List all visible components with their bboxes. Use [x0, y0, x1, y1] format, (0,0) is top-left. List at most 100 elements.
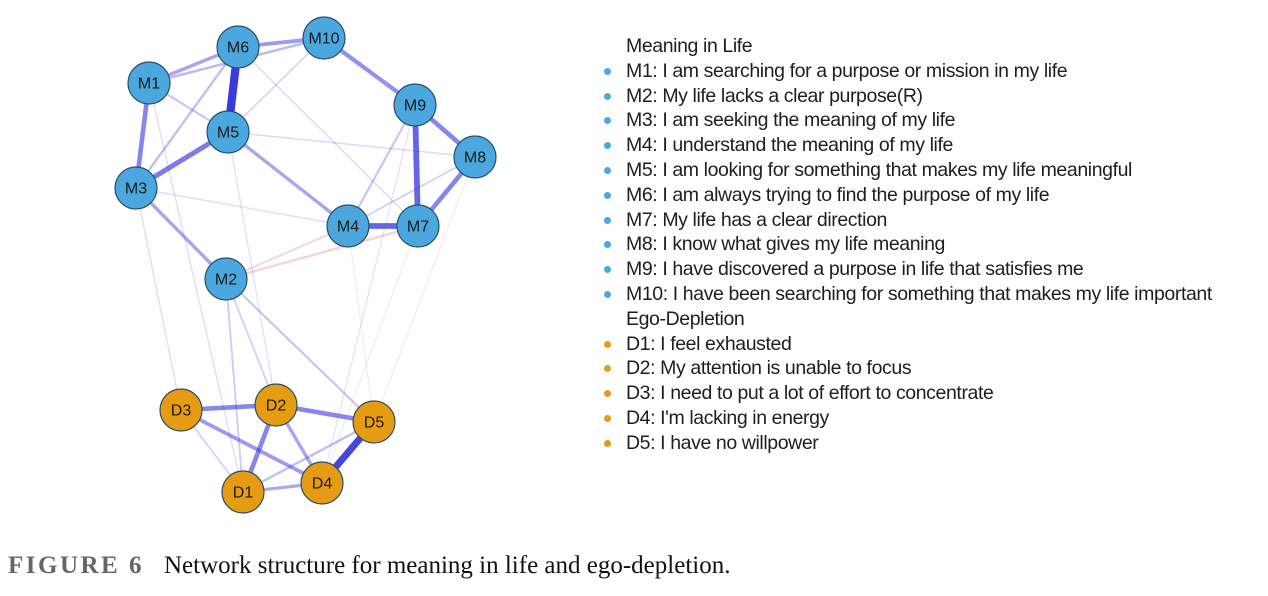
depletion-bullet-icon [604, 439, 611, 447]
edge-M5-M8 [227, 131, 476, 158]
edge-M4-D5 [347, 225, 375, 423]
edge-M2-D1 [225, 278, 244, 493]
node-circle [453, 135, 497, 179]
legend-item: M1: I am searching for a purpose or miss… [596, 59, 1268, 84]
legend-heading-depletion: Ego-Depletion [626, 307, 745, 330]
legend-item: M3: I am seeking the meaning of my life [596, 108, 1268, 133]
node-M4: M4 [326, 204, 370, 248]
node-M7: M7 [396, 204, 440, 248]
node-M9: M9 [393, 83, 437, 127]
edge-M4-M8 [347, 156, 476, 227]
meaning-bullet-icon [604, 166, 611, 174]
legend-item: M8: I know what gives my life meaning [596, 232, 1268, 257]
node-circle [300, 461, 344, 505]
node-circle [127, 61, 171, 105]
node-label: M2 [215, 272, 237, 289]
node-circle [396, 204, 440, 248]
node-label: D4 [312, 476, 333, 493]
depletion-bullet-icon [604, 390, 611, 398]
legend: Meaning in Life M1: I am searching for a… [596, 34, 1268, 456]
meaning-bullet-icon [604, 67, 611, 75]
node-circle [302, 16, 346, 60]
legend-item: D2: My attention is unable to focus [596, 356, 1268, 381]
node-circle [206, 110, 250, 154]
edge-M1-D1 [148, 82, 244, 493]
node-circle [254, 383, 298, 427]
node-label: M4 [337, 219, 359, 236]
node-M1: M1 [127, 61, 171, 105]
legend-item: M10: I have been searching for something… [596, 282, 1268, 307]
node-label: D3 [171, 403, 192, 420]
node-label: D2 [266, 398, 287, 415]
node-circle [159, 388, 203, 432]
node-label: M6 [227, 40, 249, 57]
node-label: M5 [217, 125, 239, 142]
node-M6: M6 [216, 25, 260, 69]
node-label: M1 [138, 76, 160, 93]
edge-M3-M4 [135, 187, 349, 227]
node-M10: M10 [302, 16, 346, 60]
depletion-bullet-icon [604, 414, 611, 422]
legend-item: D1: I feel exhausted [596, 332, 1268, 357]
node-D1: D1 [221, 470, 265, 514]
legend-item: M2: My life lacks a clear purpose(R) [596, 84, 1268, 109]
edge-M2-D2 [225, 278, 277, 406]
legend-item: D5: I have no willpower [596, 431, 1268, 456]
node-M5: M5 [206, 110, 250, 154]
edge-M5-M10 [227, 37, 325, 133]
node-label: M7 [407, 219, 429, 236]
legend-heading-meaning: Meaning in Life [626, 35, 753, 57]
node-label: M8 [464, 150, 486, 167]
meaning-bullet-icon [604, 241, 611, 249]
legend-item: M5: I am looking for something that make… [596, 158, 1268, 183]
node-D4: D4 [300, 461, 344, 505]
figure-label: FIGURE 6 [8, 552, 144, 579]
node-circle [352, 400, 396, 444]
node-M3: M3 [114, 166, 158, 210]
legend-item: M7: My life has a clear direction [596, 208, 1268, 233]
node-circle [204, 257, 248, 301]
meaning-bullet-icon [604, 117, 611, 125]
meaning-bullet-icon [604, 191, 611, 199]
legend-item: M4: I understand the meaning of my life [596, 133, 1268, 158]
node-circle [114, 166, 158, 210]
node-label: M10 [308, 31, 339, 48]
node-circle [326, 204, 370, 248]
edge-M3-D3 [135, 187, 182, 411]
depletion-bullet-icon [604, 340, 611, 348]
meaning-bullet-icon [604, 290, 611, 298]
node-circle [221, 470, 265, 514]
edge-M2-D5 [224, 277, 376, 424]
edge-M9-D4 [321, 104, 416, 484]
meaning-bullet-icon [604, 142, 611, 150]
node-circle [393, 83, 437, 127]
legend-item: M9: I have discovered a purpose in life … [596, 257, 1268, 282]
edge-M5-D2 [227, 131, 277, 406]
node-D2: D2 [254, 383, 298, 427]
edge-M2-M7 [224, 224, 420, 281]
edge-M4-M9 [346, 103, 417, 228]
edge-M2-M4 [224, 224, 350, 281]
legend-item: D3: I need to put a lot of effort to con… [596, 381, 1268, 406]
edge-D3-D4 [179, 408, 324, 485]
node-D3: D3 [159, 388, 203, 432]
node-label: M3 [125, 181, 147, 198]
meaning-bullet-icon [604, 216, 611, 224]
meaning-bullet-icon [604, 92, 611, 100]
edge-M3-M6 [134, 45, 240, 190]
legend-item: D4: I'm lacking in energy [596, 406, 1268, 431]
edge-M7-D4 [321, 225, 419, 484]
node-label: D5 [364, 415, 385, 432]
depletion-bullet-icon [604, 365, 611, 373]
edge-M8-D5 [373, 156, 476, 423]
node-M8: M8 [453, 135, 497, 179]
legend-item: M6: I am always trying to find the purpo… [596, 183, 1268, 208]
node-M2: M2 [204, 257, 248, 301]
edge-M5-M4 [226, 130, 350, 228]
node-D5: D5 [352, 400, 396, 444]
node-label: D1 [233, 485, 254, 502]
node-label: M9 [404, 98, 426, 115]
